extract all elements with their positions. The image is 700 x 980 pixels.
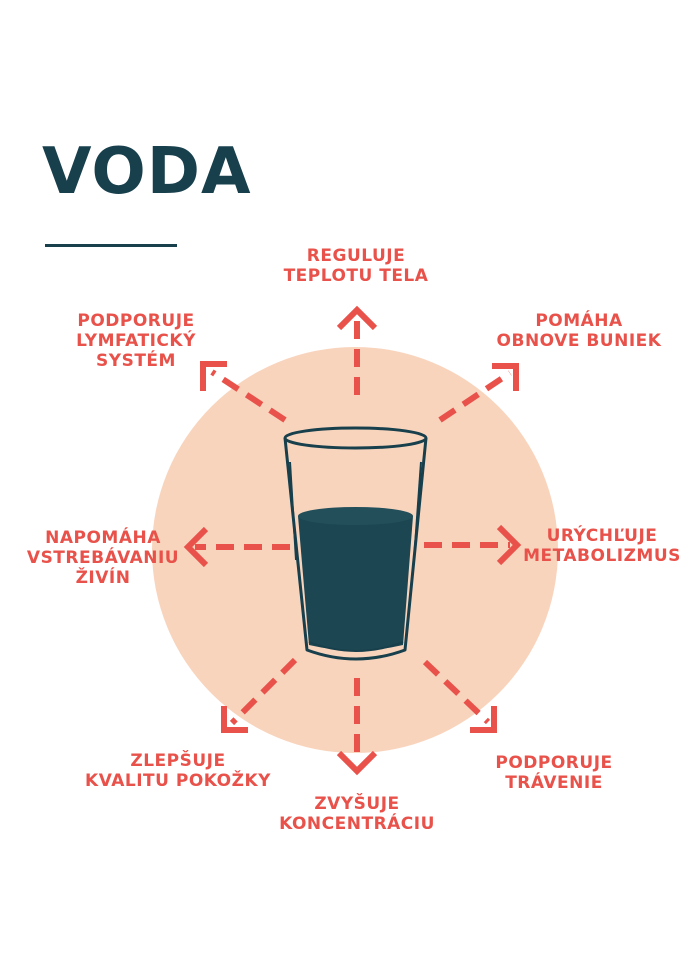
glass-inner-line-left bbox=[289, 461, 297, 561]
glass-outline bbox=[283, 437, 428, 661]
arrow-bottom-head bbox=[336, 750, 378, 776]
glass-inner-line-right bbox=[413, 461, 422, 561]
arrow-left-head bbox=[183, 526, 209, 568]
page-title: VODA bbox=[42, 135, 252, 209]
arrow-top-left-shaft bbox=[210, 369, 287, 423]
glass-rim bbox=[283, 426, 428, 450]
arrow-bottom-right-shaft bbox=[422, 659, 491, 725]
arrow-bottom-left-shaft bbox=[229, 657, 298, 726]
arrow-right-head bbox=[496, 524, 522, 566]
arrow-bottom-left-head bbox=[221, 706, 248, 733]
arrow-top-right-shaft bbox=[438, 370, 512, 423]
arrow-top-left-head bbox=[200, 361, 227, 391]
glass-bottom bbox=[308, 641, 404, 652]
title-underline bbox=[45, 244, 177, 247]
water-fill bbox=[298, 510, 413, 651]
glass-of-water-icon bbox=[283, 426, 428, 661]
arrow-top-head bbox=[336, 305, 378, 331]
arrow-top-right-head bbox=[492, 363, 519, 391]
arrow-bottom-right-head bbox=[470, 706, 497, 733]
water-surface bbox=[298, 507, 413, 525]
